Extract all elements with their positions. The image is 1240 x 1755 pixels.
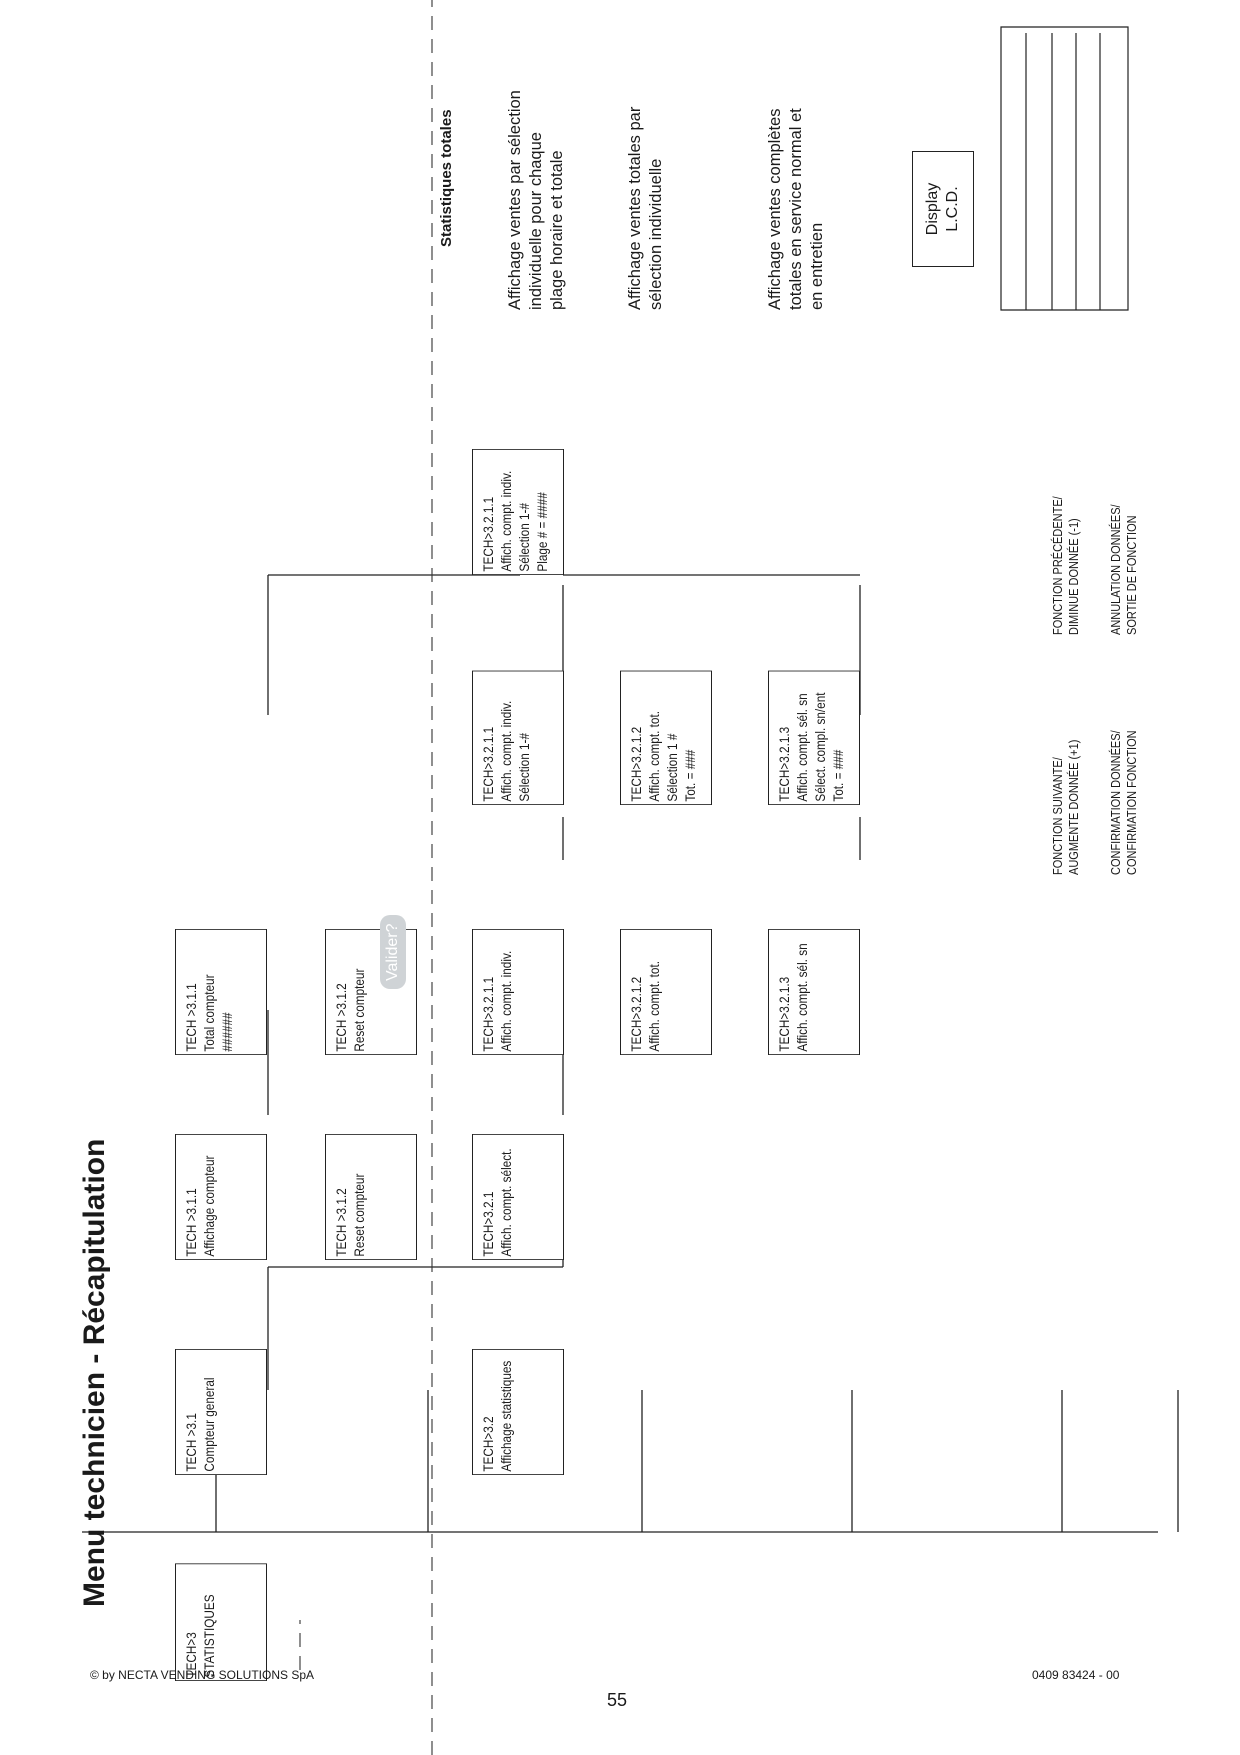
- validate-badge: Valider?: [380, 915, 406, 989]
- box-line: Affich. compt. sél. sn: [794, 943, 810, 1052]
- box-line: Sélection 1 #: [664, 733, 680, 802]
- box-line: Tot. = ###: [830, 749, 846, 802]
- page-title: Menu technicien - Récapitulation: [78, 1138, 111, 1607]
- footer-right: 0409 83424 - 00: [1032, 1668, 1120, 1682]
- legend-next: FONCTION SUIVANTE/ AUGMENTE DONNÉE (+1): [1050, 740, 1082, 875]
- footer-left: © by NECTA VENDING SOLUTIONS SpA: [90, 1668, 315, 1682]
- box-line: Affichage compteur: [201, 1155, 217, 1257]
- menu-box-tech3213-sub: TECH>3.2.1.3 Affich. compt. sél. sn Séle…: [768, 670, 860, 805]
- box-line: TECH>3.2.1.3: [776, 726, 792, 802]
- box-line: TECH >3.1.2: [333, 983, 349, 1052]
- menu-box-tech3213: TECH>3.2.1.3 Affich. compt. sél. sn: [768, 929, 860, 1055]
- menu-box-tech3212: TECH>3.2.1.2 Affich. compt. tot.: [620, 929, 712, 1055]
- menu-box-tech3211: TECH>3.2.1.1 Affich. compt. indiv.: [472, 929, 564, 1055]
- box-line: Affich. compt. tot.: [646, 960, 662, 1052]
- legend-prev: FONCTION PRÉCÉDENTE/ DIMINUE DONNÉE (-1): [1050, 496, 1082, 635]
- box-line: Reset compteur: [351, 1173, 367, 1257]
- stats-desc-2: Affichage ventes totales par sélection i…: [626, 106, 665, 310]
- legend-line: FONCTION PRÉCÉDENTE/: [1051, 496, 1065, 635]
- stats-desc-1: Affichage ventes par sélection individue…: [506, 90, 566, 310]
- box-line: TECH>3.2.1.1: [480, 726, 496, 802]
- box-line: TECH>3.2.1.2: [628, 726, 644, 802]
- legend-line: AUGMENTE DONNÉE (+1): [1067, 739, 1081, 875]
- box-line: STATISTIQUES: [201, 1594, 217, 1678]
- box-line: Affich. compt. indiv.: [498, 470, 514, 572]
- menu-box-tech3111: TECH >3.1.1 Total compteur ######: [175, 929, 267, 1055]
- box-line: Sélection 1-#: [516, 732, 532, 802]
- menu-box-tech32: TECH>3.2 Affichage statistiques: [472, 1349, 564, 1475]
- legend-confirm: CONFIRMATION DONNÉES/ CONFIRMATION FONCT…: [1108, 730, 1140, 875]
- legend-line: FONCTION SUIVANTE/: [1051, 757, 1065, 875]
- box-line: ######: [219, 1012, 235, 1052]
- stats-desc-3: Affichage ventes complètes totales en se…: [766, 108, 826, 310]
- box-line: Total compteur: [201, 974, 217, 1052]
- page-number: 55: [607, 1690, 628, 1710]
- box-line: Sélect. compl. sn/ent: [812, 692, 828, 802]
- box-line: TECH>3.2.1: [480, 1191, 496, 1257]
- box-line: Affich. compt. tot.: [646, 710, 662, 802]
- menu-box-tech3211-sub: TECH>3.2.1.1 Affich. compt. indiv. Sélec…: [472, 670, 564, 805]
- box-line: Affichage statistiques: [498, 1360, 514, 1472]
- menu-box-tech312: TECH >3.1.2 Reset compteur: [325, 1134, 417, 1260]
- box-line: TECH >3.1.2: [333, 1188, 349, 1257]
- box-line: TECH >3.1.1: [183, 983, 199, 1052]
- box-line: TECH>3: [183, 1632, 199, 1678]
- lcd-display-label: Display L.C.D.: [912, 151, 974, 267]
- menu-box-tech3211-sub2: TECH>3.2.1.1 Affich. compt. indiv. Sélec…: [472, 449, 564, 575]
- lcd-line: Display: [924, 182, 941, 236]
- menu-box-tech311: TECH >3.1.1 Affichage compteur: [175, 1134, 267, 1260]
- menu-box-tech3212-sub: TECH>3.2.1.2 Affich. compt. tot. Sélecti…: [620, 670, 712, 805]
- legend-line: SORTIE DE FONCTION: [1125, 515, 1139, 635]
- box-line: TECH>3.2.1.1: [480, 496, 496, 572]
- menu-box-tech3: TECH>3 STATISTIQUES: [175, 1563, 267, 1681]
- lcd-line: L.C.D.: [944, 186, 961, 232]
- box-line: Plage # = ####: [534, 492, 550, 572]
- stats-section-title: Statistiques totales: [438, 109, 455, 247]
- menu-box-tech321: TECH>3.2.1 Affich. compt. sélect.: [472, 1134, 564, 1260]
- box-line: Reset compteur: [351, 968, 367, 1052]
- box-line: TECH >3.1: [183, 1413, 199, 1472]
- box-line: Tot. = ###: [682, 749, 698, 802]
- legend-cancel: ANNULATION DONNÉES/ SORTIE DE FONCTION: [1108, 504, 1140, 635]
- legend-line: DIMINUE DONNÉE (-1): [1067, 518, 1081, 635]
- box-line: TECH>3.2.1.3: [776, 976, 792, 1052]
- box-line: TECH >3.1.1: [183, 1188, 199, 1257]
- box-line: TECH>3.2.1.1: [480, 976, 496, 1052]
- box-line: Affich. compt. sélect.: [498, 1148, 514, 1257]
- menu-box-tech31: TECH >3.1 Compteur general: [175, 1349, 267, 1475]
- box-line: Compteur general: [201, 1377, 217, 1472]
- box-line: TECH>3.2: [480, 1416, 496, 1472]
- legend-line: ANNULATION DONNÉES/: [1109, 504, 1123, 635]
- legend-line: CONFIRMATION FONCTION: [1125, 730, 1139, 875]
- box-line: Affich. compt. indiv.: [498, 950, 514, 1052]
- box-line: Affich. compt. indiv.: [498, 700, 514, 802]
- box-line: TECH>3.2.1.2: [628, 976, 644, 1052]
- box-line: Sélection 1-#: [516, 502, 532, 572]
- legend-line: CONFIRMATION DONNÉES/: [1109, 730, 1123, 875]
- box-line: Affich. compt. sél. sn: [794, 693, 810, 802]
